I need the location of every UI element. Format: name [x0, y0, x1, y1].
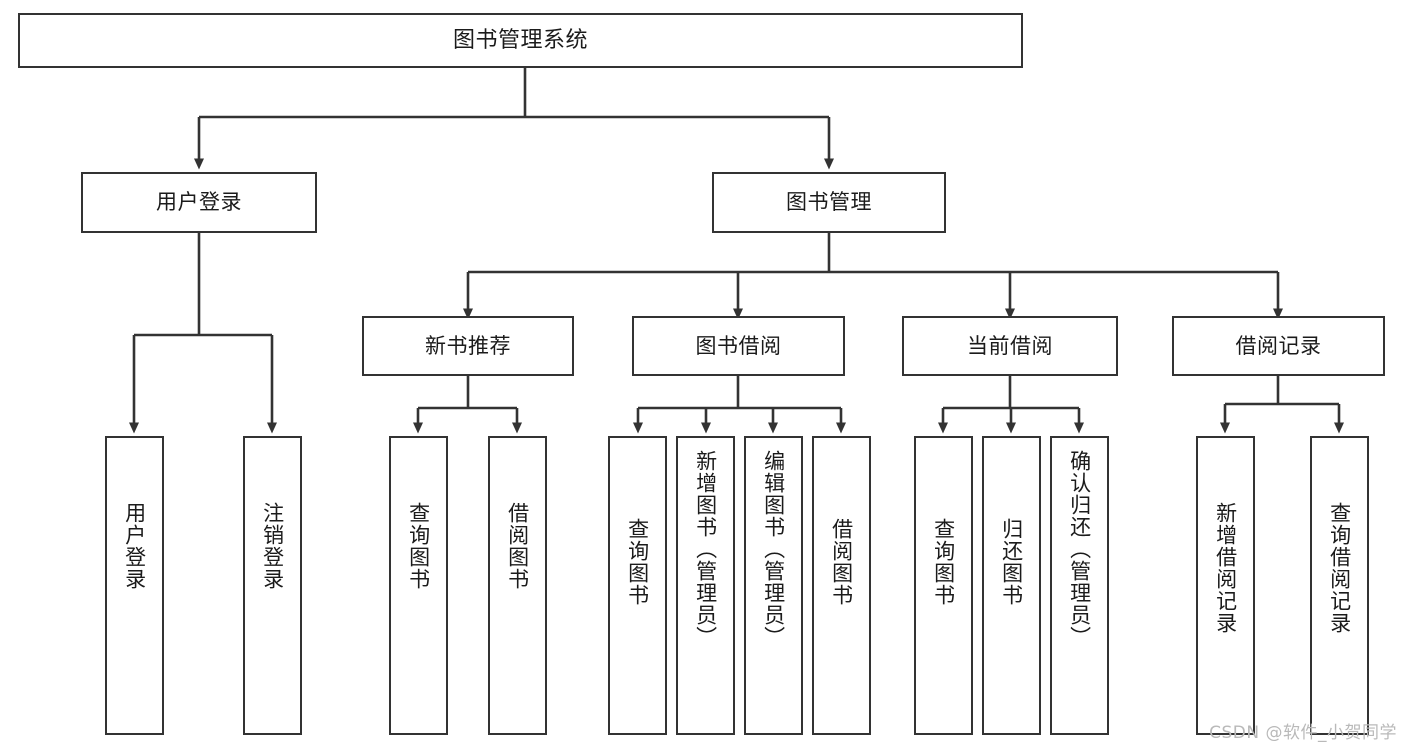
node-label: 归还图书 — [999, 518, 1024, 606]
node-label: 图书管理系统 — [452, 27, 588, 53]
node-label: 图书借阅 — [695, 333, 782, 358]
node-label: 借阅图书 — [829, 518, 854, 606]
node-label: 注销登录 — [260, 502, 285, 590]
node-label: 新增借阅记录 — [1213, 502, 1238, 634]
node-borrow-record[interactable]: 借阅记录 — [1172, 316, 1385, 376]
node-label: 查询图书 — [406, 502, 431, 590]
node-leaf-borrow-book[interactable]: 借阅图书 — [812, 436, 871, 735]
node-leaf-add-borrow-record[interactable]: 新增借阅记录 — [1196, 436, 1255, 735]
node-leaf-logout-login[interactable]: 注销登录 — [243, 436, 302, 735]
node-leaf-return-book[interactable]: 归还图书 — [982, 436, 1041, 735]
node-root-book-management-system[interactable]: 图书管理系统 — [18, 13, 1023, 68]
node-book-management[interactable]: 图书管理 — [712, 172, 946, 233]
node-leaf-edit-book-admin[interactable]: 编辑图书（管理员） — [744, 436, 803, 735]
node-label: 新增图书（管理员） — [693, 450, 718, 648]
node-new-book-recommendation[interactable]: 新书推荐 — [362, 316, 574, 376]
node-leaf-add-book-admin[interactable]: 新增图书（管理员） — [676, 436, 735, 735]
node-label: 当前借阅 — [967, 333, 1053, 358]
node-label: 查询图书 — [931, 518, 956, 606]
node-label: 新书推荐 — [425, 333, 511, 358]
node-leaf-user-login[interactable]: 用户登录 — [105, 436, 164, 735]
node-label: 借阅图书 — [505, 502, 530, 590]
node-leaf-borrow-book-new[interactable]: 借阅图书 — [488, 436, 547, 735]
watermark: CSDN @软件_小贺同学 — [1209, 723, 1397, 743]
node-label: 编辑图书（管理员） — [761, 450, 786, 648]
node-label: 查询借阅记录 — [1327, 502, 1352, 634]
node-user-login[interactable]: 用户登录 — [81, 172, 317, 233]
node-label: 查询图书 — [625, 518, 650, 606]
node-leaf-query-book-current[interactable]: 查询图书 — [914, 436, 973, 735]
node-leaf-query-book-borrow[interactable]: 查询图书 — [608, 436, 667, 735]
node-label: 图书管理 — [786, 190, 872, 215]
node-current-borrow[interactable]: 当前借阅 — [902, 316, 1118, 376]
node-book-borrow[interactable]: 图书借阅 — [632, 316, 845, 376]
node-label: 用户登录 — [122, 502, 147, 590]
node-leaf-query-book-new[interactable]: 查询图书 — [389, 436, 448, 735]
node-leaf-query-borrow-record[interactable]: 查询借阅记录 — [1310, 436, 1369, 735]
node-label: 确认归还（管理员） — [1067, 450, 1092, 648]
node-leaf-confirm-return-admin[interactable]: 确认归还（管理员） — [1050, 436, 1109, 735]
node-label: 用户登录 — [156, 190, 242, 215]
node-label: 借阅记录 — [1235, 333, 1322, 358]
